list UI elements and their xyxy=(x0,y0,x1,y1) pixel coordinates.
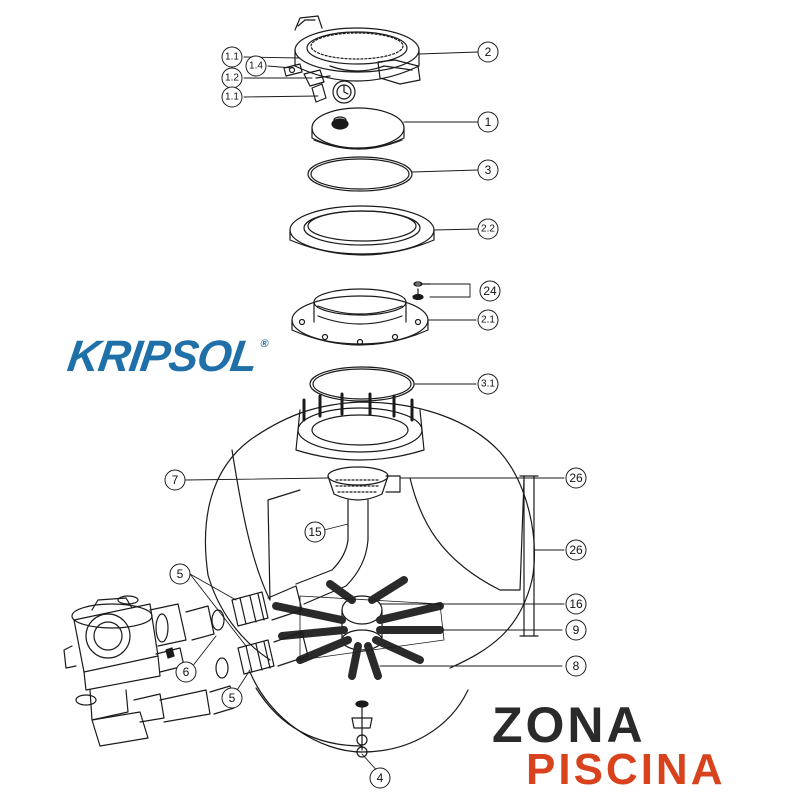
part-flange-ring xyxy=(291,288,429,346)
part-air-purge-tube xyxy=(519,475,539,637)
callout-c-1-1b: 1.1 xyxy=(221,86,243,108)
callout-label: 2.2 xyxy=(481,224,495,235)
callout-label: 1.1 xyxy=(225,92,239,103)
kripsol-logo-text: KRIPSOL xyxy=(64,332,261,381)
callout-label: 2 xyxy=(485,45,492,59)
zona-piscina-logo-top: ZONA xyxy=(492,697,646,753)
callout-label: 24 xyxy=(483,284,497,298)
callout-bubble xyxy=(369,767,391,789)
part-diffuser xyxy=(327,466,401,501)
part-tank-body xyxy=(204,392,535,669)
callout-c-2-2: 2.2 xyxy=(477,218,499,240)
part-clamp-ring xyxy=(294,15,421,85)
callout-label: 1 xyxy=(485,115,492,129)
zona-piscina-logo-bottom: PISCINA xyxy=(526,745,726,794)
callout-c-16: 16 xyxy=(565,593,587,615)
part-central-tube xyxy=(295,499,369,605)
part-drain xyxy=(249,671,469,758)
callout-label: 7 xyxy=(172,473,179,487)
callout-c-6: 6 xyxy=(175,661,197,683)
callout-bubble xyxy=(175,661,197,683)
callout-c-26b: 26 xyxy=(565,539,587,561)
part-pressure-gauge-assembly xyxy=(283,63,356,104)
part-selector-valve xyxy=(63,595,235,747)
callout-c-9: 9 xyxy=(565,619,587,641)
callout-label: 16 xyxy=(569,597,583,611)
callout-c-1: 1 xyxy=(477,111,499,133)
callout-bubble xyxy=(565,593,587,615)
callout-c-4: 4 xyxy=(369,767,391,789)
callout-bubble xyxy=(477,309,499,331)
part-bolts xyxy=(412,281,431,301)
callout-c-8: 8 xyxy=(565,655,587,677)
callout-label: 8 xyxy=(573,659,580,673)
callout-bubble xyxy=(479,280,501,302)
callout-bubble xyxy=(565,467,587,489)
callout-bubble xyxy=(477,373,499,395)
callout-c-5b: 5 xyxy=(221,687,243,709)
callout-label: 26 xyxy=(569,543,583,557)
callout-bubble xyxy=(477,41,499,63)
callout-label: 5 xyxy=(229,691,236,705)
callout-label: 5 xyxy=(177,567,184,581)
part-lid xyxy=(311,107,405,150)
registered-mark: ® xyxy=(259,338,269,350)
callout-bubble xyxy=(169,563,191,585)
callout-bubble xyxy=(565,619,587,641)
callout-c-1-4: 1.4 xyxy=(245,55,267,77)
callout-bubble xyxy=(304,521,326,543)
part-flange-oring xyxy=(309,366,415,402)
callout-c-1-1a: 1.1 xyxy=(221,46,243,68)
callout-label: 2.1 xyxy=(481,315,495,326)
callout-bubble xyxy=(477,111,499,133)
callout-label: 1.2 xyxy=(225,73,239,84)
callout-bubble xyxy=(221,687,243,709)
callout-label: 26 xyxy=(569,471,583,485)
callout-c-15: 15 xyxy=(304,521,326,543)
callout-c-5a: 5 xyxy=(169,563,191,585)
part-collector-laterals xyxy=(272,576,445,680)
callout-label: 15 xyxy=(308,525,322,539)
callout-bubble xyxy=(221,46,243,68)
callout-bubble xyxy=(221,86,243,108)
callout-c-1-2: 1.2 xyxy=(221,67,243,89)
callout-c-2: 2 xyxy=(477,41,499,63)
callout-label: 3.1 xyxy=(481,379,495,390)
callout-c-24: 24 xyxy=(479,280,501,302)
part-callouts: 2 1.1 1.4 1.2 1.1 1 3 2.2 24 2.1 3.1 7 26 15 26 5 16 9 6 8 5… xyxy=(164,41,587,789)
part-lid-oring xyxy=(307,156,413,192)
callout-label: 3 xyxy=(485,163,492,177)
callout-label: 1.4 xyxy=(249,61,263,72)
callout-bubble xyxy=(164,469,186,491)
callout-label: 9 xyxy=(573,623,580,637)
callout-label: 1.1 xyxy=(225,52,239,63)
callout-bubble xyxy=(245,55,267,77)
callout-label: 4 xyxy=(377,771,384,785)
callout-bubble xyxy=(565,655,587,677)
callout-c-3-1: 3.1 xyxy=(477,373,499,395)
part-lid-ring xyxy=(289,205,435,256)
callout-bubble xyxy=(477,218,499,240)
callout-c-3: 3 xyxy=(477,159,499,181)
callout-bubble xyxy=(477,159,499,181)
callout-c-26a: 26 xyxy=(565,467,587,489)
callout-label: 6 xyxy=(183,665,190,679)
kripsol-logo: KRIPSOL® xyxy=(64,332,269,382)
callout-c-7: 7 xyxy=(164,469,186,491)
callout-bubble xyxy=(565,539,587,561)
callout-c-2-1: 2.1 xyxy=(477,309,499,331)
